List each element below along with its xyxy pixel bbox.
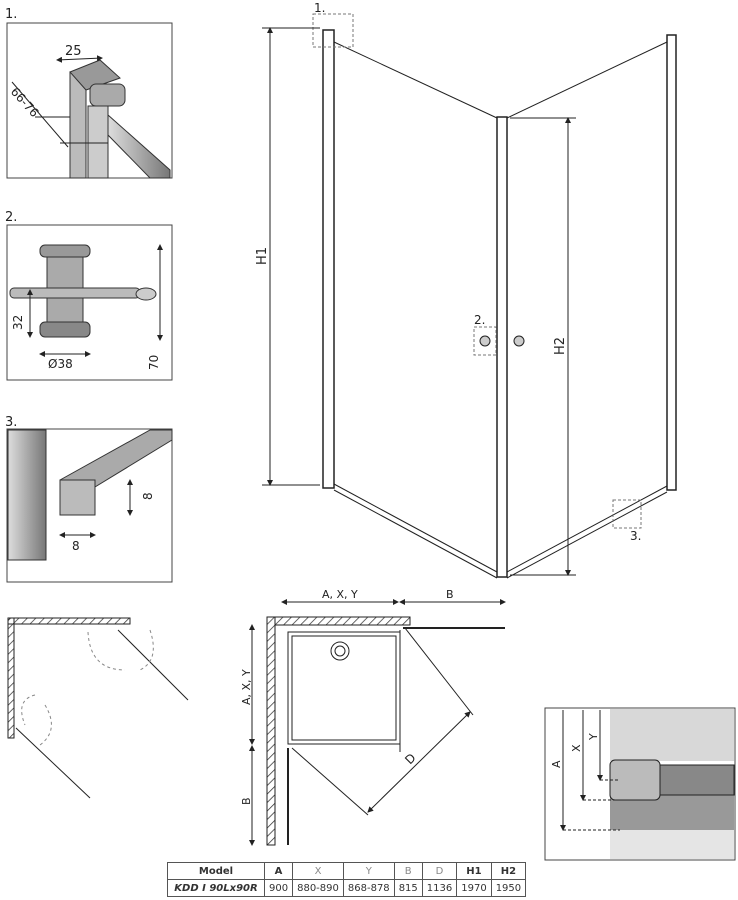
detail-1-label: 1. <box>5 7 17 22</box>
callout-3: 3. <box>630 529 641 543</box>
cell-x: 880-890 <box>292 879 344 897</box>
h2-label: H2 <box>553 337 568 355</box>
dimensions-table: Model A X Y B D H1 H2 KDD I 90Lx90R 900 … <box>167 862 527 897</box>
cell-a: 900 <box>263 879 294 897</box>
header-d: D <box>421 862 458 880</box>
door-swing-diagram <box>7 617 189 799</box>
plan-top-a-label: A, X, Y <box>322 588 358 601</box>
plan-top-b-label: B <box>446 588 454 601</box>
header-h2: H2 <box>490 862 527 880</box>
plan-side-a-label: A, X, Y <box>240 669 253 705</box>
detail-2-dim-diameter: Ø38 <box>48 357 73 371</box>
inset-a-label: A <box>550 760 563 768</box>
header-a: A <box>263 862 294 880</box>
tray-inset-detail <box>544 707 736 861</box>
detail-3-label: 3. <box>5 415 17 430</box>
h1-label: H1 <box>255 247 270 265</box>
detail-3-dim-width: 8 <box>72 539 80 553</box>
plan-side-b-label: B <box>240 797 253 805</box>
header-b: B <box>393 862 423 880</box>
callout-2: 2. <box>474 313 485 327</box>
callout-1: 1. <box>314 1 325 15</box>
inset-x-label: X <box>570 744 583 752</box>
cell-h2: 1950 <box>490 879 527 897</box>
detail-3-dim-height: 8 <box>141 492 155 500</box>
detail-2-dim-total: 70 <box>147 355 161 370</box>
cell-model: KDD I 90Lx90R <box>167 879 265 897</box>
plan-view <box>249 599 506 846</box>
table-header-row: Model A X Y B D H1 H2 <box>167 862 527 880</box>
cell-h1: 1970 <box>456 879 492 897</box>
detail-2-dim-height: 32 <box>11 315 25 330</box>
detail-2-label: 2. <box>5 210 17 225</box>
detail-2-panel: 2. 32 Ø38 70 <box>5 210 173 381</box>
header-h1: H1 <box>456 862 492 880</box>
table-row: KDD I 90Lx90R 900 880-890 868-878 815 11… <box>167 879 527 897</box>
cell-y: 868-878 <box>342 879 395 897</box>
detail-3-panel: 3. 8 8 <box>5 415 173 583</box>
header-model: Model <box>167 862 265 880</box>
inset-y-label: Y <box>587 733 600 741</box>
detail-1-dim-width: 25 <box>65 44 82 59</box>
header-x: X <box>292 862 344 880</box>
enclosure-view <box>262 13 677 579</box>
cell-b: 815 <box>393 879 423 897</box>
cell-d: 1136 <box>421 879 458 897</box>
header-y: Y <box>342 862 395 880</box>
detail-1-panel: 1. 25 66-76 <box>5 7 173 179</box>
